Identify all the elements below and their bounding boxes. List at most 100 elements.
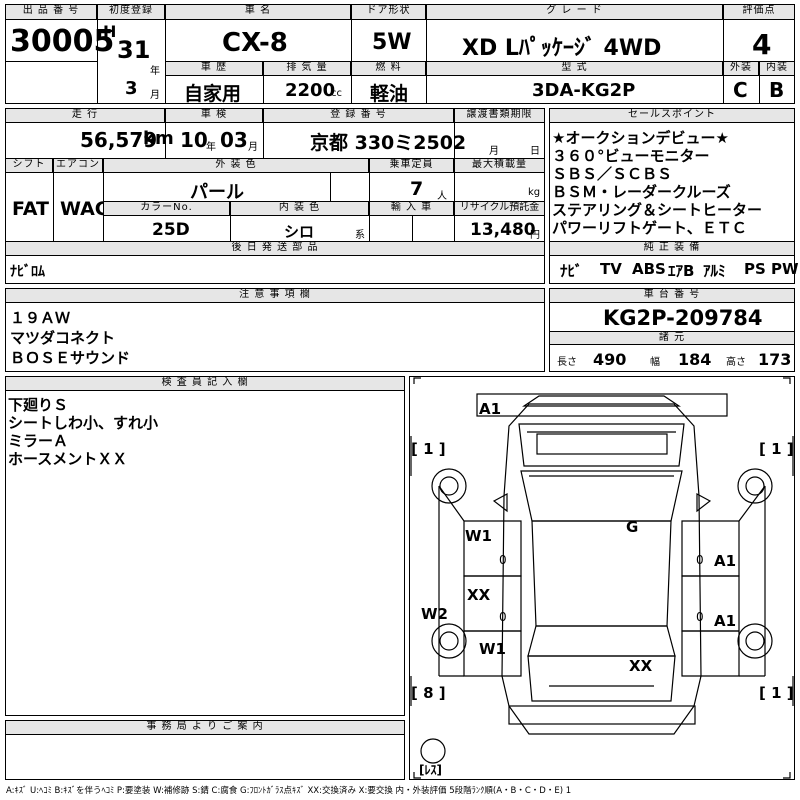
first-reg-label: 初度登録 (97, 4, 165, 20)
ac-label: エアコン (53, 158, 103, 173)
mark-a1-right-lower: A1 (714, 612, 736, 630)
era: H (103, 22, 117, 41)
inspector-label: 検 査 員 記 入 欄 (5, 376, 405, 391)
width-label: 幅 (650, 357, 660, 368)
inspection-label: 車 検 (165, 108, 263, 123)
equip-alloy: ｱﾙﾐ (703, 262, 726, 280)
equip-airbag: ｴｱB (668, 262, 695, 280)
mark-tire-lf: [ 1 ] (411, 440, 446, 458)
ext-grade: C (733, 78, 748, 102)
inspector-note-4: ホースメントＸＸ (8, 450, 128, 468)
int-color-label: 内 装 色 (230, 201, 369, 216)
reg-month: 3 (125, 78, 138, 99)
inspector-note-3: ミラーＡ (8, 432, 69, 450)
mileage-unit: km (143, 128, 174, 149)
load-label: 最大積載量 (454, 158, 545, 173)
note-3: ＢＯＳＥサウンド (10, 349, 131, 367)
height-label: 高さ (726, 357, 746, 368)
lot-label: 出 品 番 号 (5, 4, 97, 20)
mark-a1-top: A1 (479, 400, 501, 418)
insp-year-unit: 年 (206, 142, 216, 153)
mark-xx-rear: XX (629, 657, 653, 675)
car-name: CX-8 (222, 28, 288, 58)
capacity: 7 (410, 178, 424, 200)
displacement-unit: cc (331, 88, 342, 99)
recycle-unit: 円 (530, 230, 540, 241)
int-grade-label: 内装 (759, 61, 795, 76)
mark-zero-2: 0 (696, 553, 704, 567)
mark-tire-lr: [ 8 ] (411, 684, 446, 702)
sales-points-label: セールスポイント (549, 108, 795, 123)
length: 490 (593, 350, 627, 369)
height: 173 (758, 350, 792, 369)
history: 自家用 (184, 83, 242, 105)
fuel: 軽油 (370, 83, 409, 105)
mark-g: G (626, 518, 638, 536)
reg-year-unit: 年 (150, 66, 160, 77)
chassis-label: 車 台 番 号 (549, 288, 795, 303)
grade-label: グ レ ー ド (426, 4, 723, 20)
specs-label: 諸 元 (549, 331, 795, 345)
mileage: 56,579 (80, 128, 158, 152)
shift: FAT (12, 198, 49, 220)
load-unit: kg (528, 187, 541, 198)
mark-w1-upper: W1 (465, 527, 492, 545)
history-label: 車 歴 (165, 61, 263, 76)
sales-point-6: パワーリフトゲート、ＥＴＣ (552, 219, 747, 237)
int-color-unit: 系 (355, 230, 365, 241)
sales-point-2: ３６０°ビューモニター (552, 147, 710, 165)
inspector-note-1: 下廻りＳ (8, 396, 69, 414)
mark-w2: W2 (421, 605, 448, 623)
equip-ps: PS (744, 260, 766, 278)
chassis-number: KG2P-209784 (603, 306, 763, 330)
note-1: １９ＡＷ (10, 309, 71, 327)
door-label: ドア形状 (351, 4, 426, 20)
equip-pw: PW (771, 260, 799, 278)
recycle-label: リサイクル預託金 (454, 201, 545, 216)
displacement: 2200 (285, 80, 336, 101)
width: 184 (678, 350, 712, 369)
sales-point-3: ＳＢＳ／ＳＣＢＳ (552, 165, 673, 183)
ext-color: パール (190, 182, 244, 203)
recycle: 13,480 (470, 220, 536, 240)
insp-year: 10 (180, 128, 208, 152)
insp-month-unit: 月 (248, 142, 258, 153)
mark-a1-right-upper: A1 (714, 552, 736, 570)
notes-label: 注 意 事 項 欄 (5, 288, 545, 303)
int-grade: B (769, 78, 785, 102)
color-no: 25D (152, 220, 190, 240)
sales-point-4: ＢＳＭ・レーダークルーズ (552, 183, 731, 201)
car-diagram: A1 [ 1 ] [ 1 ] G W1 0 A1 0 XX 0 W2 A1 0 … (410, 377, 794, 779)
sales-point-5: ステアリング＆シートヒーター (552, 201, 763, 219)
equip-abs: ABS (632, 260, 666, 278)
grade: XD Lﾊﾟｯｹｰｼﾞ 4WD (462, 36, 662, 61)
plate-label: 登 録 番 号 (263, 108, 454, 123)
office-label: 事 務 局 よ り ご 案 内 (5, 720, 405, 735)
car-name-label: 車 名 (165, 4, 351, 20)
insp-month: 03 (220, 128, 248, 152)
equip-navi: ﾅﾋﾞ (560, 262, 583, 280)
shift-label: シフト (5, 158, 53, 173)
displacement-label: 排 気 量 (263, 61, 351, 76)
length-label: 長さ (557, 357, 577, 368)
lot-number: 30005 (10, 24, 115, 59)
fuel-label: 燃 料 (351, 61, 426, 76)
equipment-label: 純 正 装 備 (549, 241, 795, 256)
color-no-label: カラーNo. (103, 201, 230, 216)
mark-zero-4: 0 (696, 610, 704, 624)
mark-zero-3: 0 (499, 610, 507, 624)
later-parts: ﾅﾋﾞﾛﾑ (10, 264, 45, 280)
mileage-label: 走 行 (5, 108, 165, 123)
score-label: 評価点 (723, 4, 795, 20)
int-color: シロ (284, 223, 315, 241)
capacity-label: 乗車定員 (369, 158, 454, 173)
mark-xx-left: XX (467, 586, 491, 604)
reg-month-unit: 月 (150, 90, 160, 101)
transfer-month: 月 (489, 146, 499, 157)
plate: 京都 330ミ2502 (310, 132, 467, 154)
inspector-note-2: シートしわ小、すれ小 (8, 414, 159, 432)
legend: A:ｷｽﾞ U:ﾍｺﾐ B:ｷｽﾞを伴うﾍｺﾐ P:要塗装 W:補修跡 S:錆 … (6, 786, 572, 796)
reg-year: 31 (117, 36, 151, 64)
ac: WAC (60, 198, 109, 220)
mark-spare: [ﾚｽ] (419, 763, 442, 777)
